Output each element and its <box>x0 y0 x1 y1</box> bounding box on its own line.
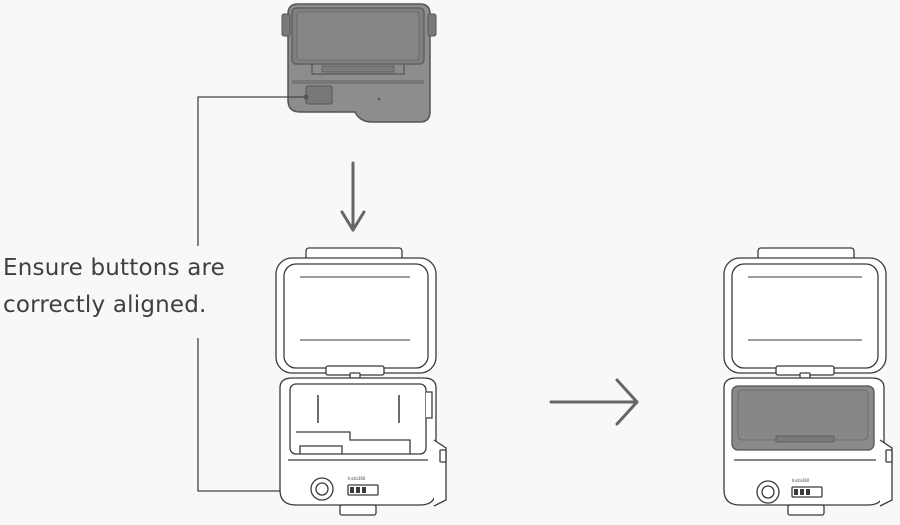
instruction-line-2: correctly aligned. <box>3 292 207 318</box>
instruction-line-1: Ensure buttons are <box>3 255 226 281</box>
right-arrow-icon <box>549 378 639 426</box>
camera-module <box>281 3 437 123</box>
instruction-caption: Ensure buttons are correctly aligned. <box>3 250 263 324</box>
case-brand-label-2: Insta360 <box>792 478 810 483</box>
leader-line <box>197 96 309 492</box>
protective-case-empty: Insta360 <box>275 247 447 516</box>
case-brand-label-1: Insta360 <box>348 476 366 481</box>
protective-case-installed: Insta360 <box>723 247 893 516</box>
down-arrow-icon <box>340 161 366 232</box>
